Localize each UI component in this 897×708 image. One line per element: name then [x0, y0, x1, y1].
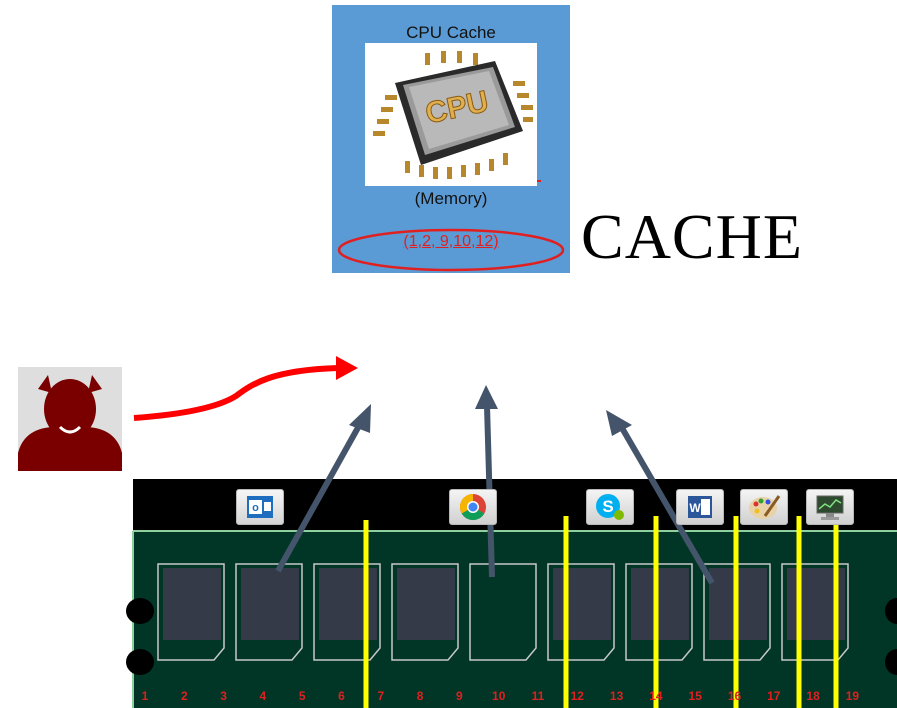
memory-chip: [163, 568, 221, 640]
memory-cell-number: 16: [728, 689, 742, 703]
board-notch: [126, 598, 154, 624]
attack-arrow: [133, 365, 339, 421]
memory-cell-number: 12: [571, 689, 585, 703]
load-arrow-3-head: [606, 410, 632, 436]
memory-cell-number: 6: [338, 689, 345, 703]
page-boundary-marker: [653, 516, 659, 708]
memory-chip: [397, 568, 455, 640]
word-icon: W: [676, 489, 724, 525]
memory-cell-number: 10: [492, 689, 506, 703]
memory-cell-number: 5: [299, 689, 306, 703]
cpu-chip-image: CPU: [365, 43, 537, 186]
memory-cell-number: 8: [417, 689, 424, 703]
memory-cell-number: 14: [649, 689, 663, 703]
memory-cell-number: 3: [220, 689, 227, 703]
chrome-icon: [449, 489, 497, 525]
attacker-devil-icon: [18, 367, 122, 471]
memory-cell-number: 2: [181, 689, 188, 703]
memory-chip: [241, 568, 299, 640]
cache-subtitle: (Memory): [414, 189, 488, 208]
memory-cell-number: 7: [377, 689, 384, 703]
memory-chip-outline: [157, 563, 225, 661]
load-arrow-1: [275, 422, 363, 573]
svg-text:W: W: [689, 501, 701, 515]
memory-cell-number: 18: [806, 689, 820, 703]
memory-chip-outline: [313, 563, 381, 661]
board-notch: [126, 649, 154, 675]
svg-text:o: o: [252, 502, 259, 514]
address-ellipse: [337, 228, 565, 272]
outlook-icon: o: [236, 489, 284, 525]
memory-cell-number: 11: [532, 689, 545, 703]
memory-cell-number: 17: [767, 689, 781, 703]
memory-cell-number: 1: [142, 689, 149, 703]
memory-chip-outline: [235, 563, 303, 661]
cache-title: CPU Cache: [406, 23, 496, 42]
load-arrow-3: [619, 426, 715, 585]
memory-chip-outline: [391, 563, 459, 661]
monitor-icon: [806, 489, 854, 525]
board-notch: [885, 649, 897, 675]
memory-chip: [553, 568, 611, 640]
page-boundary-marker: [833, 524, 839, 708]
paint-icon: [740, 489, 788, 525]
memory-cell-number: 15: [689, 689, 703, 703]
memory-chip: [631, 568, 689, 640]
cpu-cache-panel: CPU Cache: [332, 5, 570, 273]
page-boundary-marker: [733, 516, 739, 708]
memory-chip-outline: [625, 563, 693, 661]
cpu-chip-label: CPU: [423, 85, 492, 130]
svg-text:S: S: [602, 497, 613, 516]
attack-arrow-head: [336, 356, 358, 380]
cache-heading: CACHE: [581, 201, 803, 272]
load-arrow-1-head: [349, 404, 371, 433]
page-boundary-marker: [796, 516, 802, 708]
memory-chip-outline: [547, 563, 615, 661]
memory-cell-number: 19: [846, 689, 860, 703]
cached-addresses: (1,2, 9,10,12): [403, 233, 499, 250]
cpu-chip-icon: CPU: [373, 51, 533, 179]
page-boundary-marker: [563, 516, 569, 708]
skype-icon: S: [586, 489, 634, 525]
memory-chip: [475, 568, 533, 640]
board-notch: [885, 598, 897, 624]
memory-chip-outline: [469, 563, 537, 661]
memory-cell-number: 9: [456, 689, 463, 703]
load-arrow-2-head: [475, 385, 498, 409]
page-boundary-marker: [363, 520, 369, 708]
memory-cell-number: 13: [610, 689, 624, 703]
memory-cell-number: 4: [260, 689, 267, 703]
memory-chip-outline: [703, 563, 771, 661]
